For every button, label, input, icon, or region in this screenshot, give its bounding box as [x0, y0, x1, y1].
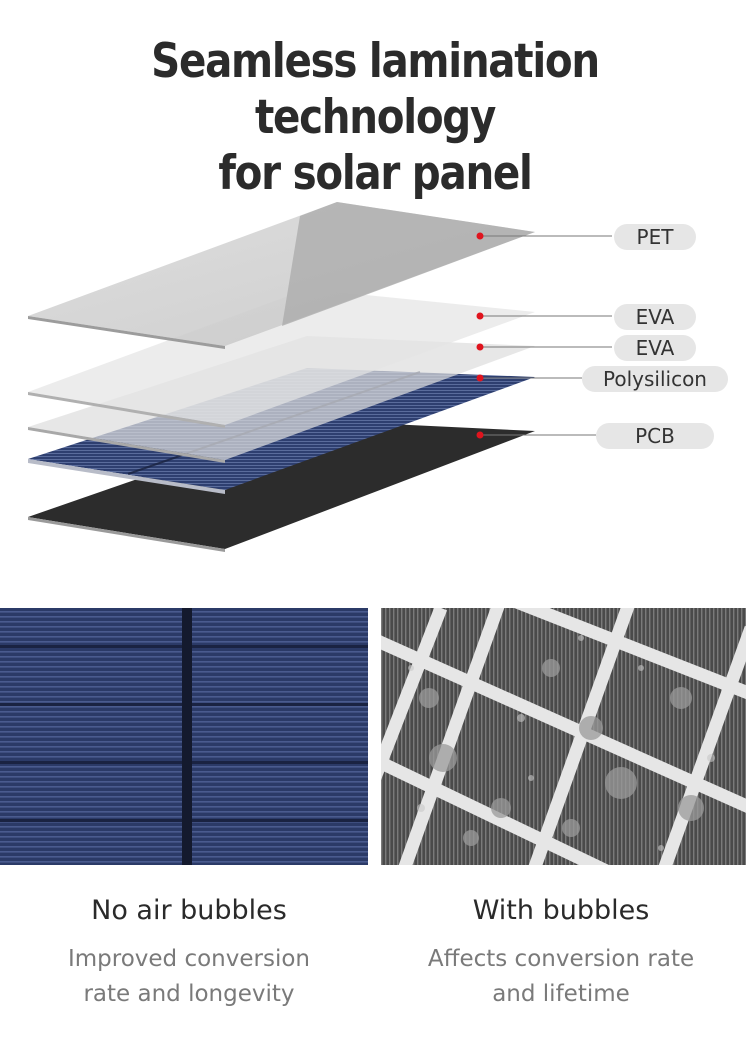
layer-diagram — [28, 202, 612, 552]
pointer-eva-1 — [476, 312, 612, 320]
label-polysilicon: Polysilicon — [582, 366, 728, 392]
label-eva-1: EVA — [614, 304, 696, 330]
with-bubbles-heading: With bubbles — [472, 895, 650, 926]
eva-layer-1 — [28, 289, 535, 428]
pointer-pcb — [476, 431, 596, 439]
title-line-2: for solar panel — [218, 146, 533, 201]
pet-layer — [28, 202, 535, 349]
label-pcb: PCB — [596, 423, 714, 449]
no-bubbles-line-2: rate and longevity — [83, 981, 295, 1007]
label-pet: PET — [614, 224, 696, 250]
pointer-eva-2 — [476, 343, 612, 351]
title-line-1: Seamless lamination technology — [151, 34, 600, 145]
with-bubbles-description: Affects conversion rate and lifetime — [376, 942, 746, 1012]
no-bubbles-line-1: Improved conversion — [67, 946, 311, 972]
no-bubbles-heading: No air bubbles — [91, 895, 287, 926]
with-bubbles-line-2: and lifetime — [492, 981, 630, 1007]
with-bubbles-photo — [381, 608, 746, 865]
pointer-pet — [476, 232, 612, 240]
pcb-layer — [28, 420, 535, 552]
no-bubbles-photo — [0, 608, 368, 865]
no-bubbles-description: Improved conversion rate and longevity — [4, 942, 374, 1012]
with-bubbles-line-1: Affects conversion rate — [427, 946, 695, 972]
label-eva-2: EVA — [614, 335, 696, 361]
pointer-polysilicon — [476, 374, 582, 382]
page-title: Seamless lamination technology for solar… — [53, 34, 698, 202]
